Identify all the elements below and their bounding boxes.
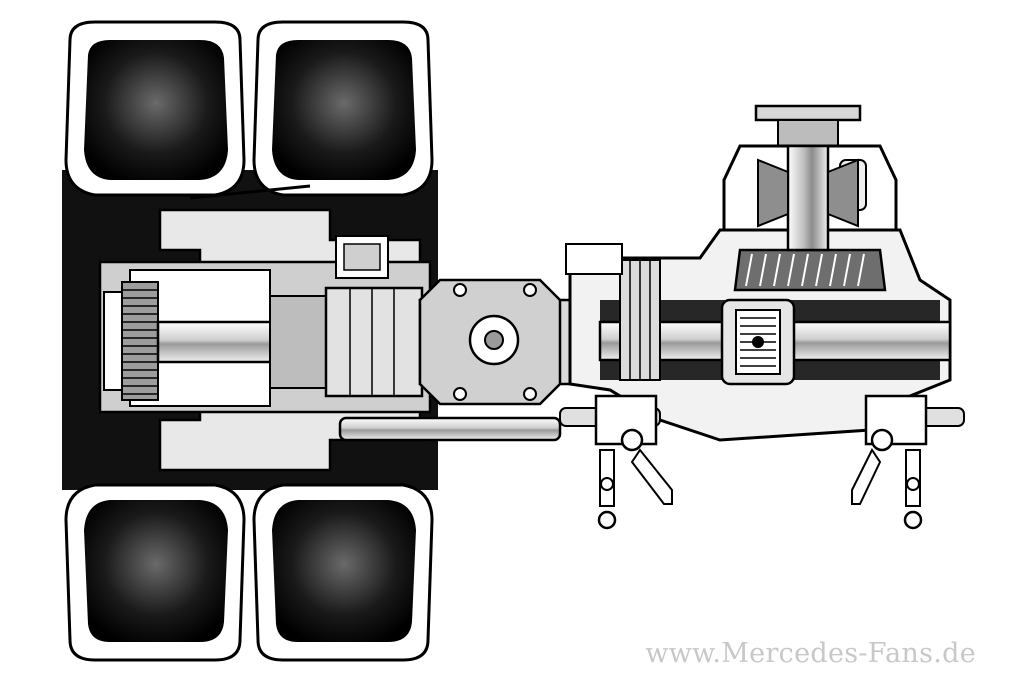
pinion-shaft bbox=[786, 144, 830, 252]
bolt bbox=[523, 283, 537, 297]
bolt bbox=[453, 283, 467, 297]
axle-tube bbox=[418, 278, 582, 406]
tire-top-outer-cavity bbox=[84, 40, 228, 180]
brake-linkage-upper bbox=[189, 184, 389, 279]
pinion-bearing bbox=[827, 158, 859, 228]
tire-bottom-outer-cavity bbox=[84, 500, 228, 642]
tire-top-inner-cavity bbox=[272, 40, 416, 180]
suspension-bracket-left bbox=[559, 394, 673, 530]
pinion-bearing bbox=[757, 158, 789, 228]
pinion-drive-flange bbox=[722, 104, 898, 252]
watermark-text: www.Mercedes-Fans.de bbox=[645, 638, 976, 669]
tire-bottom-inner-cavity bbox=[272, 500, 416, 642]
differential-gears bbox=[720, 298, 796, 386]
hub-end-plate bbox=[103, 291, 123, 391]
planet-gear-teeth bbox=[122, 289, 158, 395]
suspension-bracket-right bbox=[851, 394, 965, 530]
drive-flange bbox=[754, 104, 862, 122]
bearing-carrier bbox=[269, 286, 424, 398]
bolt bbox=[523, 387, 537, 401]
bolt bbox=[453, 387, 467, 401]
tie-rod-lower bbox=[338, 416, 562, 442]
axle-mount-pin bbox=[484, 330, 504, 350]
spider-pin bbox=[752, 336, 764, 348]
planet-gear-ring bbox=[121, 281, 159, 401]
planetary-gear bbox=[103, 281, 159, 401]
clutch-pack bbox=[565, 243, 661, 381]
ring-gear bbox=[733, 248, 887, 292]
